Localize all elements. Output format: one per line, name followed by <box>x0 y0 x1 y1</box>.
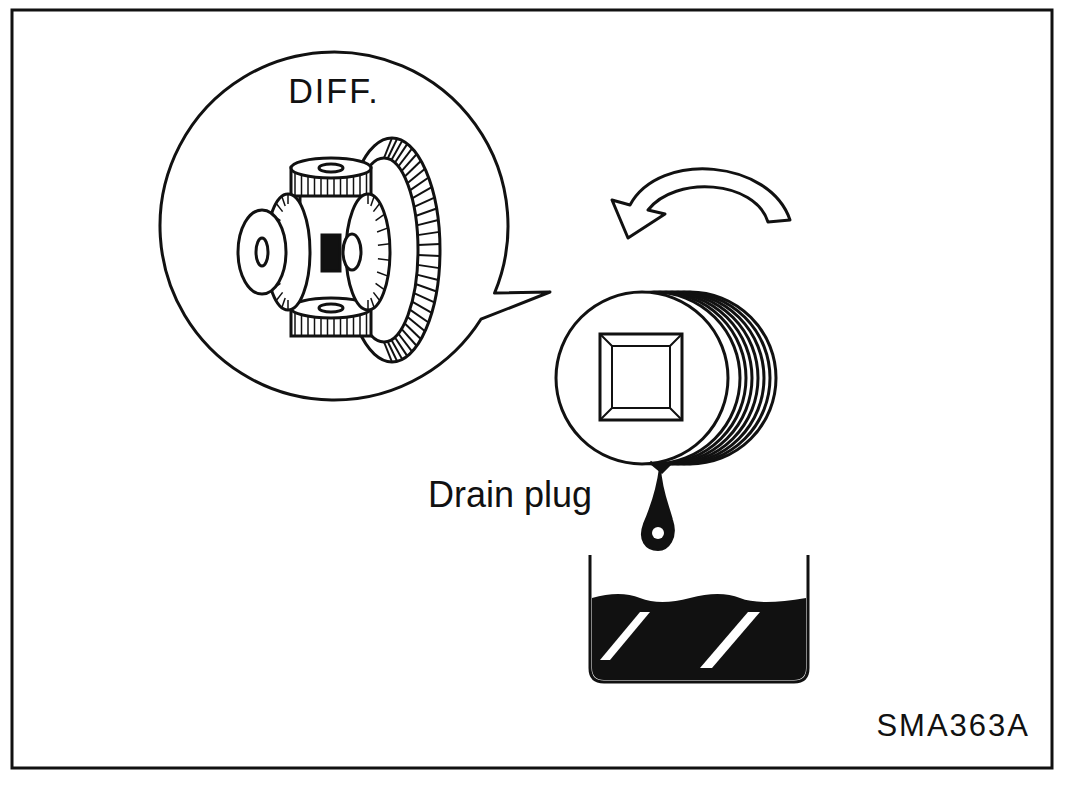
part-label: Drain plug <box>428 474 592 516</box>
drip-highlight <box>652 527 664 539</box>
rotation-arrow <box>612 169 790 238</box>
callout-title: DIFF. <box>158 72 510 111</box>
frame-border <box>12 10 1052 768</box>
oil-drip <box>642 468 674 550</box>
oil-container <box>590 555 808 682</box>
drain-plug-figure <box>556 292 776 472</box>
differential-gears <box>238 138 440 362</box>
figure-code: SMA363A <box>876 708 1030 744</box>
callout-bubble: DIFF. <box>158 50 510 402</box>
